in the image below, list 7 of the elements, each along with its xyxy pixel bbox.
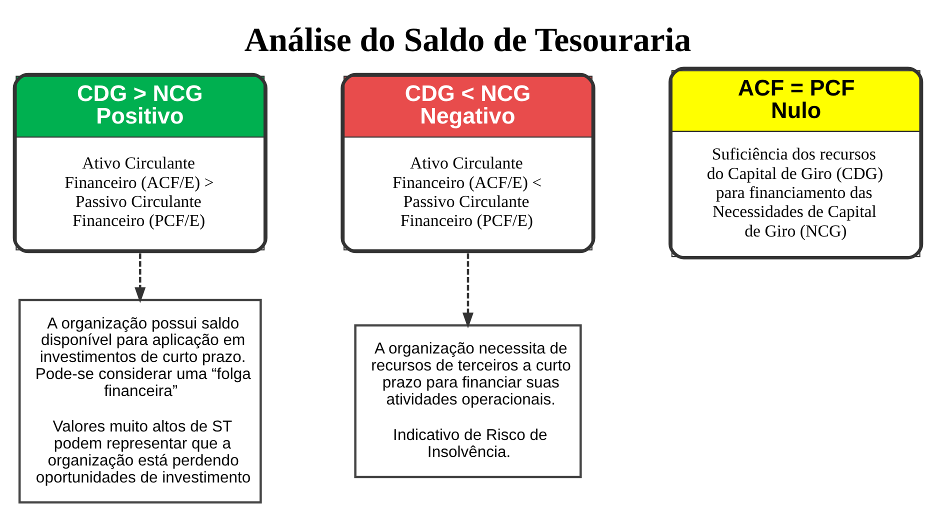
node-box: CDG < NCG Negativo Ativo Circulante Financeiro (ACF/E) < Passivo Circulante Financeiro (PCF/E) xyxy=(340,72,596,254)
arrow xyxy=(134,253,146,304)
node-box: A organização necessita de recursos de terceiros a curto prazo para financiar suas atividades operacionais. Indicativo de Risco de Insolvência. xyxy=(354,324,582,478)
node-box: A organização possui saldo disponível para aplicação em investimentos de curto prazo. Pode-se considerar uma “folga financeira” Valores muito altos de ST podem representar que a organização está perdendo oportunidades de investimento xyxy=(18,298,262,504)
node-box: CDG > NCG Positivo Ativo Circulante Financeiro (ACF/E) > Passivo Circulante Financeiro (PCF/E) xyxy=(12,72,268,254)
diagram-title: Análise do Saldo de Tesouraria xyxy=(244,22,692,59)
arrow xyxy=(462,253,474,328)
